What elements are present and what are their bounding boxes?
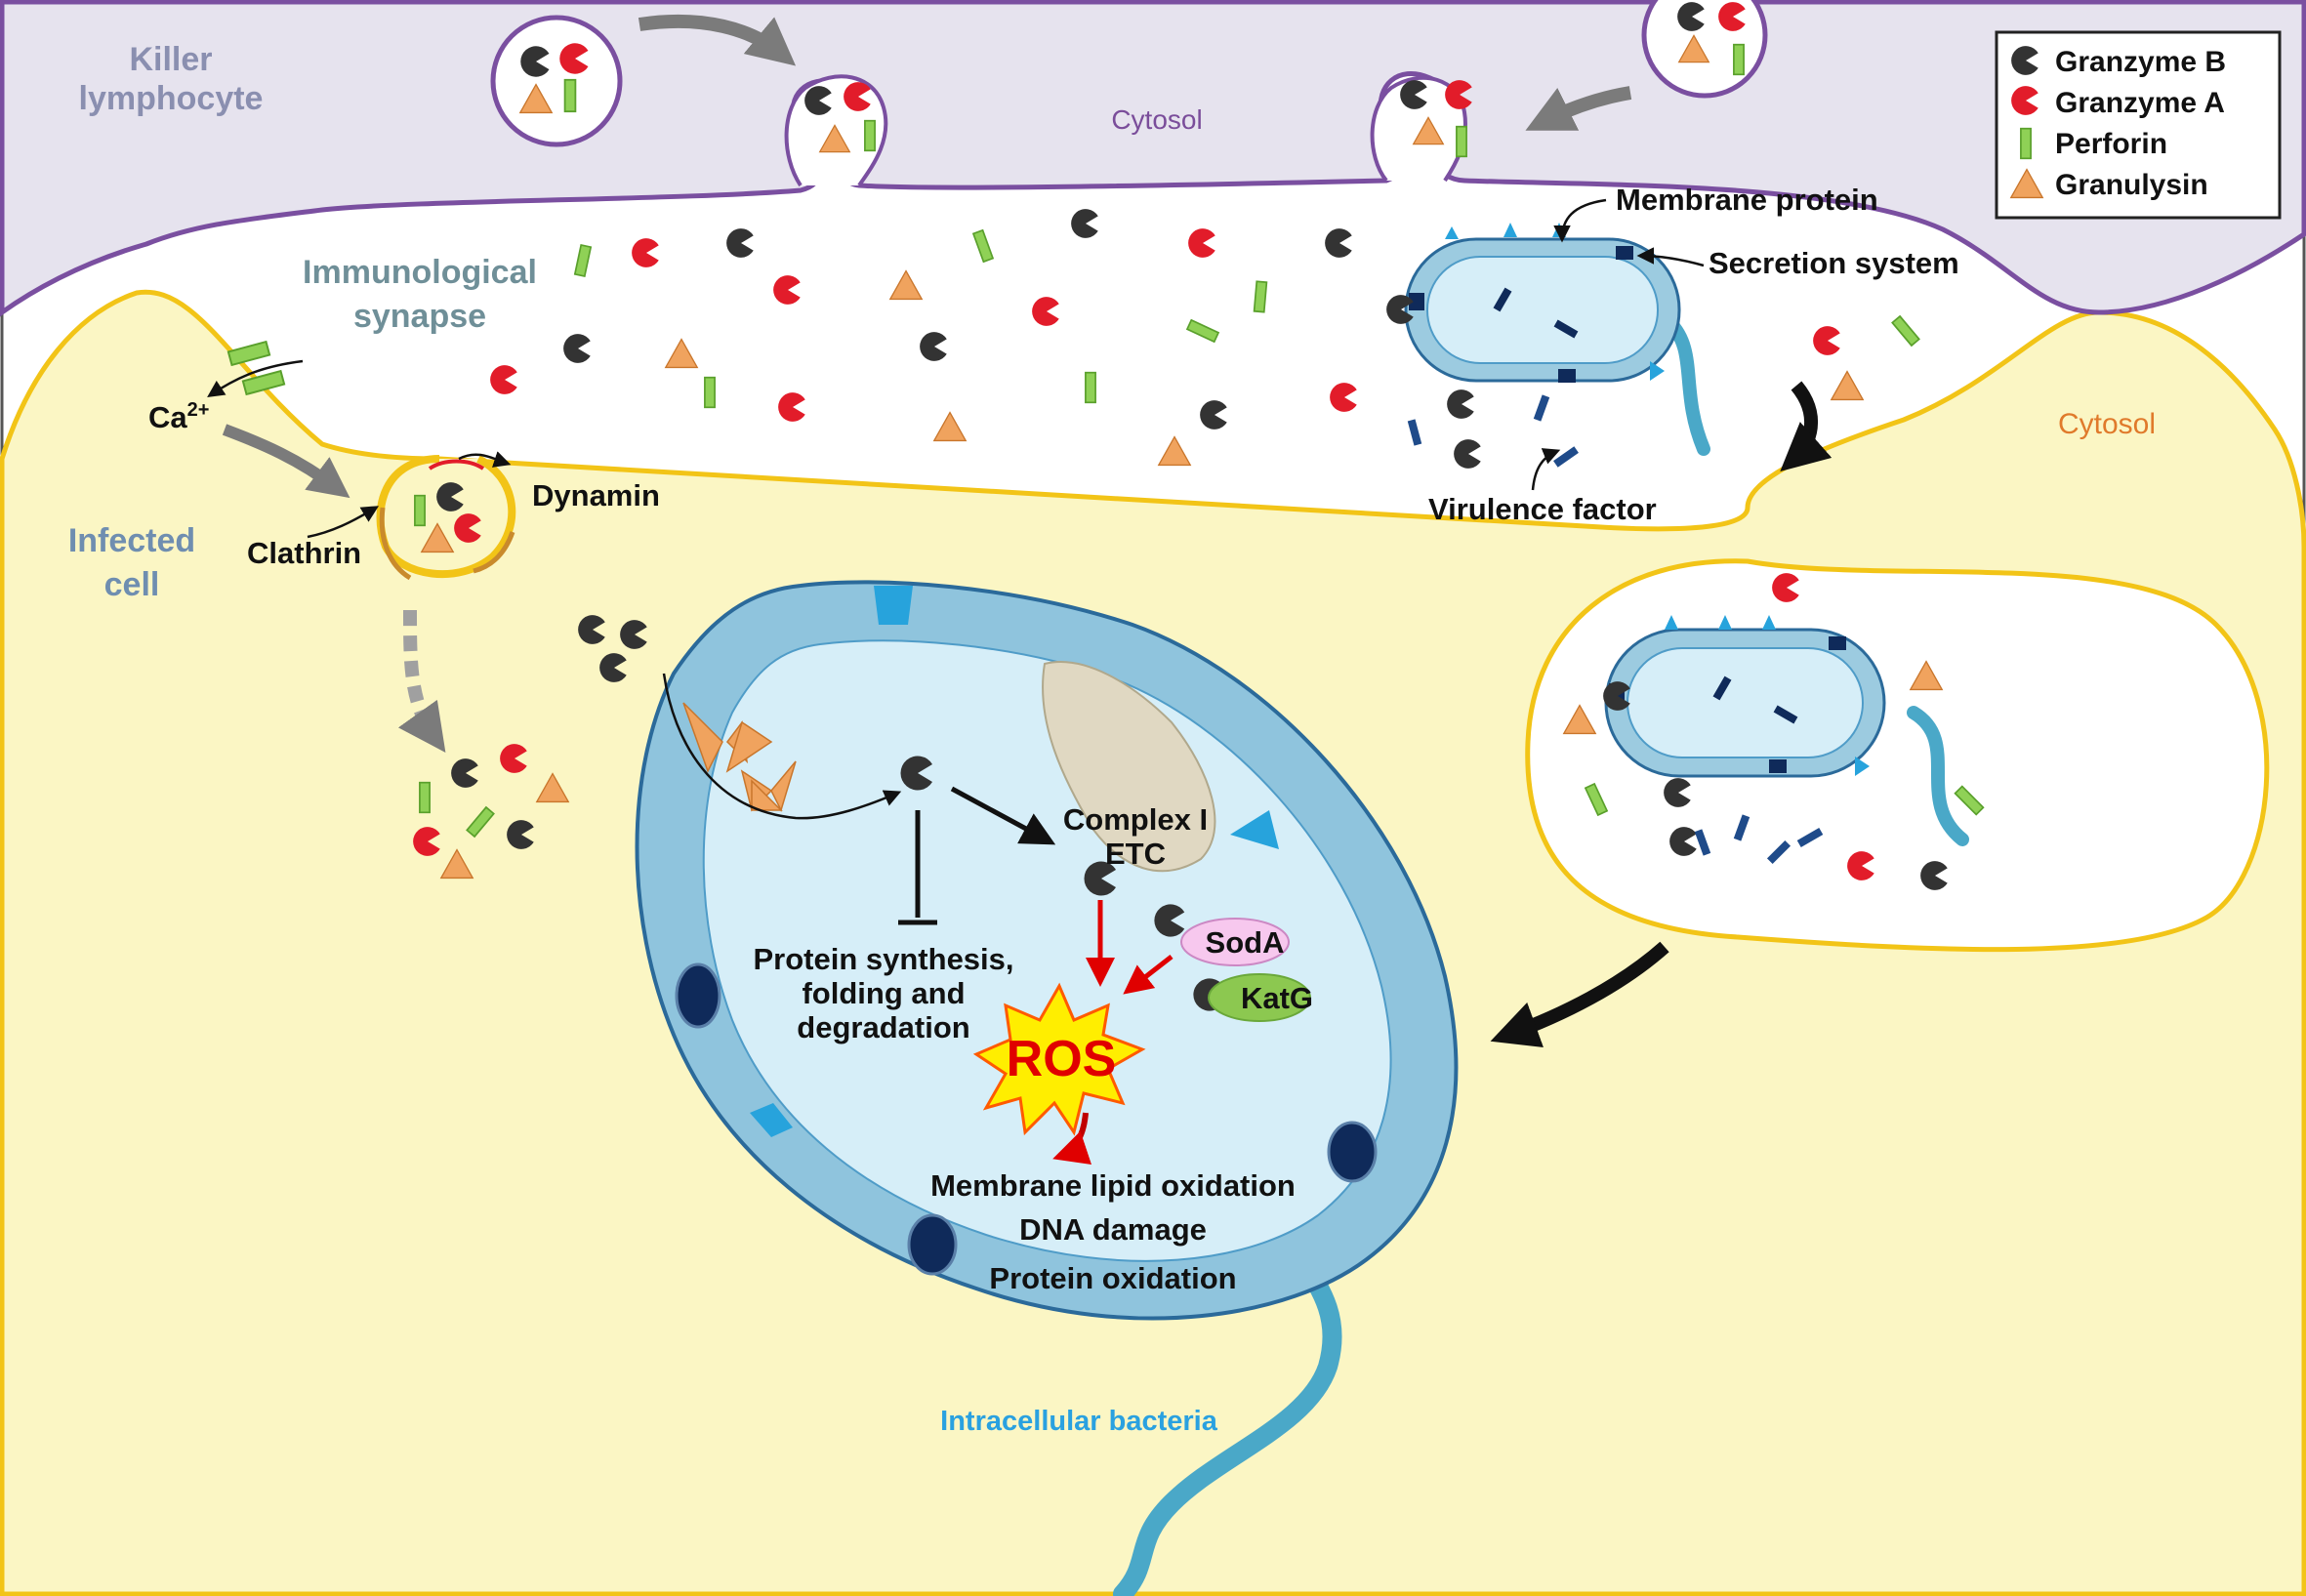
- arrow-virulence-factor: [1531, 448, 1561, 491]
- ros-label: ROS: [1007, 1031, 1117, 1087]
- arrow-entry: [662, 673, 902, 820]
- immunological-synapse-label-line1: Immunological: [303, 254, 537, 291]
- bacterium-synapse: [1386, 223, 1710, 469]
- bacterium-large: [635, 580, 1459, 1596]
- arrow-clathrin: [307, 506, 380, 539]
- clathrin-label: Clathrin: [247, 536, 361, 570]
- protein-synthesis-label-line1: Protein synthesis,: [753, 942, 1013, 976]
- killer-lymphocyte-label-line1: Killer: [129, 41, 212, 78]
- bacterium-vacuole: [1563, 573, 1985, 890]
- arrow-dynamin: [458, 451, 512, 468]
- calcium-label: Ca2+: [148, 399, 209, 434]
- effect-label-lipid-oxidation: Membrane lipid oxidation: [930, 1168, 1296, 1203]
- perforin-calcium-channel: [226, 340, 286, 396]
- arrow-phagocytosis: [1780, 381, 1832, 471]
- arrow-calcium-endocytosis: [222, 424, 350, 499]
- legend-box: [1995, 30, 2282, 220]
- katg-enzyme: [1208, 973, 1311, 1022]
- effect-label-dna-damage: DNA damage: [1019, 1212, 1207, 1247]
- killer-lymphocyte-label-line2: lymphocyte: [79, 80, 264, 117]
- endocytic-vesicle: [376, 455, 516, 581]
- immunological-synapse-label-line2: synapse: [353, 298, 486, 335]
- virulence-factor-label: Virulence factor: [1428, 492, 1657, 526]
- legend-label-granzyme-a: Granzyme A: [2055, 87, 2225, 119]
- dynamin-label: Dynamin: [532, 478, 660, 512]
- legend-label-granulysin: Granulysin: [2055, 169, 2208, 201]
- granule-vesicle-1: [490, 15, 623, 147]
- arrow-to-complex: [950, 786, 1056, 845]
- fusing-granule-1: [784, 74, 888, 187]
- secretion-system-label: Secretion system: [1709, 246, 1959, 280]
- cytosol-right-label: Cytosol: [2058, 408, 2156, 440]
- intracellular-bacteria-label: Intracellular bacteria: [940, 1406, 1218, 1437]
- effect-label-protein-oxidation: Protein oxidation: [989, 1261, 1236, 1295]
- fusing-granule-2: [1370, 75, 1472, 183]
- gray-arrow-granule-right: [638, 14, 797, 66]
- granule-vesicle-2: [1641, 0, 1768, 99]
- infected-cell-label-line1: Infected: [68, 522, 195, 559]
- cytosol-top-label: Cytosol: [1111, 104, 1202, 135]
- perforin-pore: [682, 702, 797, 813]
- complex-i-etc: [1042, 661, 1216, 873]
- arrow-to-large-bacterium: [1490, 941, 1669, 1047]
- gray-arrow-granule-left: [1525, 86, 1632, 131]
- soda-label: SodA: [1206, 925, 1285, 960]
- legend-label-perforin: Perforin: [2055, 128, 2167, 160]
- protein-synthesis-label-line2: folding and: [802, 976, 965, 1010]
- complex-i-label: Complex I: [1063, 802, 1208, 837]
- arrow-calcium-influx: [207, 359, 304, 397]
- arrow-ros-to-effects: [1052, 1112, 1092, 1165]
- perforin-icon: [2020, 127, 2032, 160]
- legend: Granzyme B Granzyme A Perforin Granulysi…: [1995, 30, 2282, 220]
- arrow-membrane-protein: [1553, 198, 1607, 243]
- protein-synthesis-label-line3: degradation: [797, 1010, 969, 1044]
- membrane-protein-label: Membrane protein: [1616, 183, 1878, 217]
- infected-cell-label-line2: cell: [104, 566, 160, 603]
- inhibit-protein-synthesis: [898, 810, 937, 925]
- arrow-soda-to-ros: [1123, 955, 1174, 995]
- legend-label-granzyme-b: Granzyme B: [2055, 46, 2226, 78]
- ros-burst: [972, 982, 1146, 1136]
- arrow-secretion-system: [1636, 247, 1705, 267]
- soda-enzyme: [1180, 918, 1290, 966]
- etc-label: ETC: [1105, 837, 1166, 871]
- katg-label: KatG: [1241, 981, 1313, 1015]
